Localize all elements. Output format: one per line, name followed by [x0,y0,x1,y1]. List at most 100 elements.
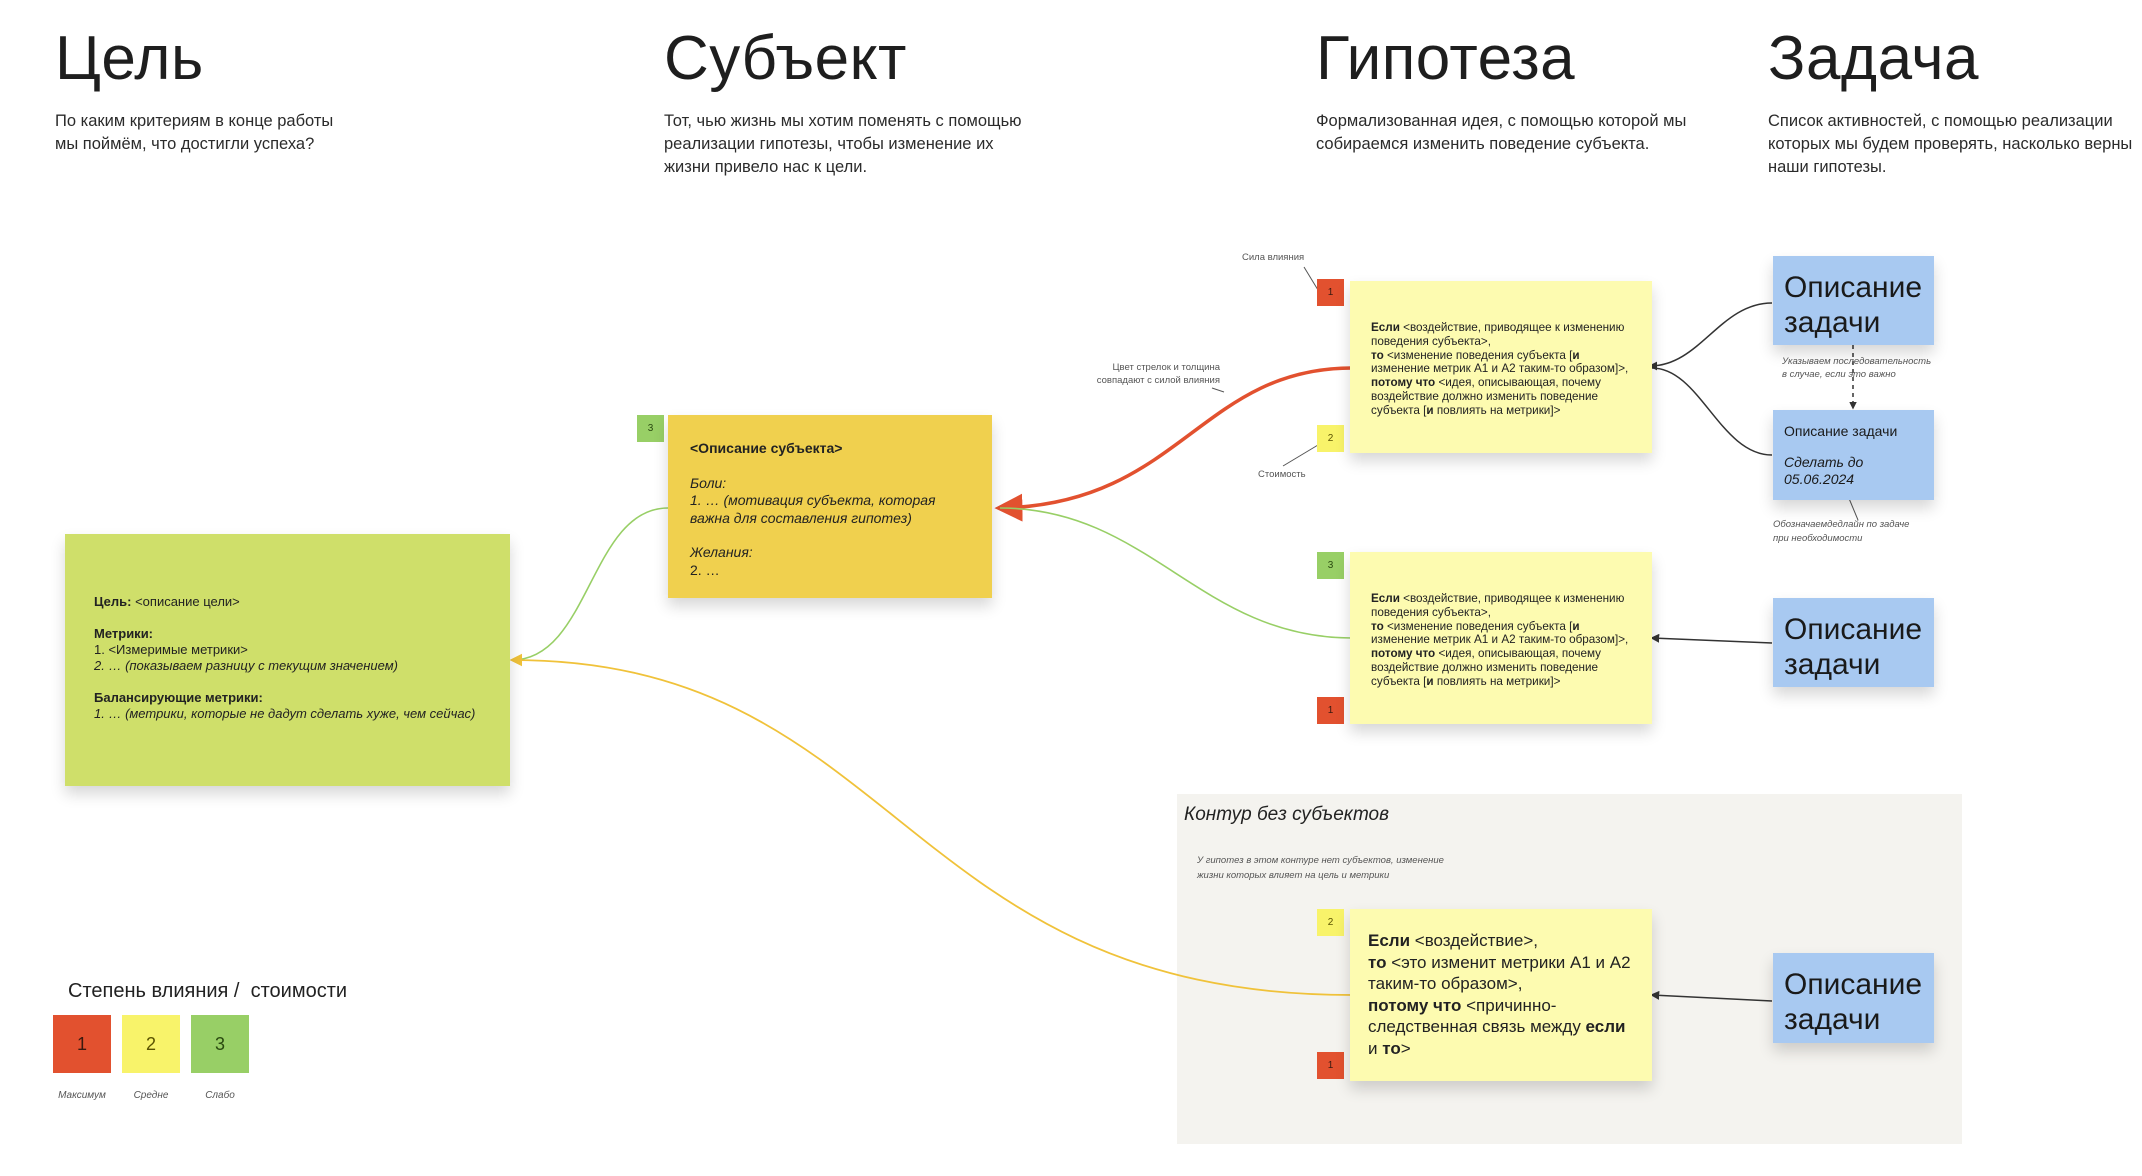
kw-then: то [1371,619,1384,633]
task-label: Описание [1784,968,1923,1001]
legend-swatch: 2 [122,1015,180,1073]
contour-desc: У гипотез в этом контуре нет субъектов, … [1197,853,1444,883]
pains-label: Боли: [690,474,727,491]
pain-item-cont: важна для составления гипотез) [690,509,912,526]
hyp-if-text: <воздействие, приводящее к изменению пов… [1371,592,1625,619]
hyp-then-text2: изменение метрик А1 и А2 таким-то образо… [1371,633,1629,647]
task-label: Описание [1784,271,1923,304]
desc-line: жизни привело нас к цели. [664,158,868,176]
desc-line: Формализованная идея, с помощью которой … [1316,112,1687,130]
kw-and: и [1426,674,1434,688]
column-desc: Тот, чью жизнь мы хотим поменять с помощ… [664,110,1022,179]
contour-if-text: <воздействие>, [1410,931,1539,950]
desc-line: которых мы будем проверять, насколько ве… [1768,135,2133,153]
task-card-2[interactable]: Описание задачи Сделать до 05.06.2024 [1773,410,1934,500]
legend-caption: Максимум [58,1090,106,1101]
arrow-task3-hyp2 [1650,633,1773,644]
hyp-because-text: <идея, описывающая, почему воздействие д… [1371,376,1602,417]
hyp-then-text: <изменение поведения субъекта [ [1383,619,1573,633]
balance-metrics-label: Балансирующие метрики: [94,690,263,705]
task-card-4[interactable]: Описание задачи [1773,953,1934,1043]
contour-hypothesis-sticky[interactable]: Если <воздействие>, то <это изменит метр… [1350,909,1652,1081]
arrow-task4-contour [1650,990,1773,1002]
desc-line: наши гипотезы. [1768,158,1887,176]
kw-if: если [1585,1017,1626,1036]
kw-because: потому что [1371,376,1436,390]
annotation-arrows: Цвет стрелок и толщина совпадают с силой… [1080,361,1220,387]
annotation-line: при необходимости [1773,533,1863,544]
hypothesis-sticky-2[interactable]: Если <воздействие, приводящее к изменени… [1350,552,1652,724]
task-deadline: Сделать до [1784,454,1864,470]
hyp1-strength-badge[interactable]: 1 [1317,279,1344,306]
annotation-line: Указываем последовательность [1782,356,1932,367]
goal-label: Цель: [94,594,132,609]
legend-items: 1 Максимум 2 Средне 3 Слабо [53,1015,249,1101]
hyp1-cost-badge[interactable]: 2 [1317,425,1344,452]
task-card-3[interactable]: Описание задачи [1773,598,1934,687]
task-label: Описание задачи [1784,423,1898,439]
hyp2-cost-badge[interactable]: 1 [1317,697,1344,724]
column-desc: Список активностей, с помощью реализации… [1768,110,2132,179]
desc-line: реализации гипотезы, чтобы изменение их [664,135,994,153]
legend-caption: Средне [133,1090,169,1101]
task-label: Описание [1784,613,1923,646]
task-card-1[interactable]: Описание задачи [1773,256,1934,345]
arrow-subject-goal [510,507,669,665]
hyp-because-text: <идея, описывающая, почему воздействие д… [1371,647,1602,688]
kw-and: и [1426,403,1434,417]
kw-if: Если [1371,592,1400,605]
arrow-contour-goal [509,653,1353,996]
kw-and: и [1572,619,1580,633]
task-label: задачи [1784,648,1881,681]
legend-swatch: 3 [191,1015,249,1073]
goal-text: <описание цели> [131,594,240,609]
hyp-then-text2: изменение метрик А1 и А2 таким-то образо… [1371,362,1629,376]
hyp-then-text: <изменение поведения субъекта [ [1383,348,1573,362]
annotation-deadline: Обозначаемдедлайн по задаче при необходи… [1773,518,1909,546]
contour-strength-badge[interactable]: 2 [1317,909,1344,936]
annotation-sequence: Указываем последовательность в случае, е… [1782,355,1931,381]
contour-and: и [1368,1038,1383,1058]
leader-cost [1282,444,1319,467]
kw-and: и [1572,348,1580,362]
hypothesis-sticky-1[interactable]: Если <воздействие, приводящее к изменени… [1350,281,1652,453]
subject-title: <Описание субъекта> [690,440,843,456]
contour-because-text: <причинно-следственная связь между [1368,995,1586,1037]
column-subject: Субъект Тот, чью жизнь мы хотим поменять… [664,28,1022,179]
column-title: Цель [55,24,204,93]
kw-because: потому что [1368,995,1462,1015]
balance-metric-item: 1. … (метрики, которые не дадут сделать … [94,706,476,721]
leader-deadline [1847,495,1859,521]
leader-strength [1303,266,1319,291]
legend-caption: Слабо [205,1090,235,1101]
contour-cost-badge[interactable]: 1 [1317,1052,1344,1079]
subject-sticky[interactable]: <Описание субъекта> Боли: 1. … (мотиваци… [668,415,992,598]
wishes-label: Желания: [690,544,753,560]
column-title: Гипотеза [1316,24,1576,93]
metrics-label: Метрики: [94,626,154,641]
hyp-if-text: <воздействие, приводящее к изменению пов… [1371,321,1625,348]
hyp-because-text2: повлиять на метрики]> [1433,403,1561,417]
subject-strength-badge[interactable]: 3 [637,415,664,442]
task-label: задачи [1784,306,1881,339]
desc-line: собираемся изменить поведение субъекта. [1316,135,1650,153]
contour-title: Контур без субъектов [1184,804,1390,825]
column-hypothesis: Гипотеза Формализованная идея, с помощью… [1316,28,1686,156]
legend-item-2: 2 Средне [122,1015,180,1101]
column-desc: Формализованная идея, с помощью которой … [1316,110,1686,156]
goal-sticky[interactable]: Цель: <описание цели> Метрики: 1. <Измер… [65,534,510,786]
annotation-strength: Сила влияния [1242,252,1305,263]
annotation-line: в случае, если это важно [1782,369,1896,380]
metric-item: 2. … (показываем разницу с текущим значе… [94,658,398,673]
goal-line: Цель: <описание цели> [94,594,510,610]
arrow-hyp1-subject [994,366,1353,522]
column-title: Задача [1768,24,1980,93]
hyp2-strength-badge[interactable]: 3 [1317,552,1344,579]
desc-line: Список активностей, с помощью реализации [1768,112,2113,130]
task-label: задачи [1784,1003,1881,1036]
kw-if: Если [1371,321,1400,334]
arrow-task1-hyp1 [1648,302,1773,371]
annotation-cost: Стоимость [1258,469,1306,480]
desc-line: У гипотез в этом контуре нет субъектов, … [1197,855,1444,866]
